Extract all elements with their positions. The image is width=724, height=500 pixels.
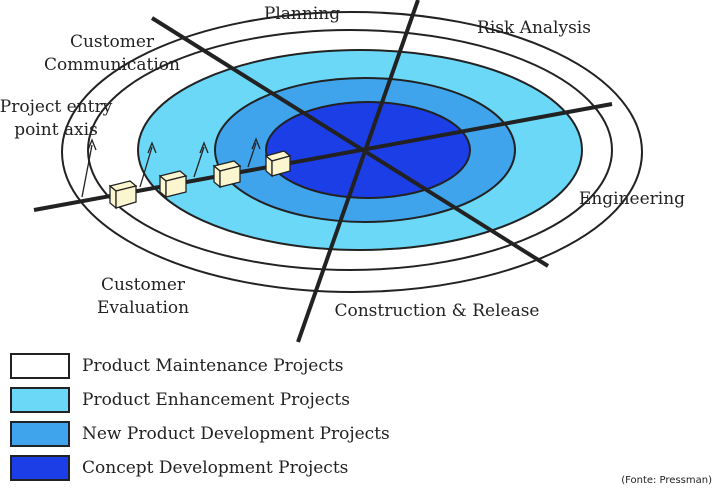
legend-item-enhancement: Product Enhancement Projects: [10, 383, 390, 417]
entry-box-4: [264, 150, 292, 178]
entry-box-3: [212, 160, 242, 189]
legend-item-maintenance: Product Maintenance Projects: [10, 349, 390, 383]
label-customer-evaluation-line1: Customer: [101, 275, 186, 295]
legend-label: Concept Development Projects: [82, 458, 349, 478]
label-construction-release: Construction & Release: [334, 301, 539, 321]
label-customer-communication-line2: Communication: [44, 55, 180, 75]
maintenance-ring-outer-line: [61, 11, 643, 293]
legend-item-new-product: New Product Development Projects: [10, 417, 390, 451]
entry-box-1: [108, 180, 138, 210]
label-project-entry-line1: Project entry: [0, 97, 113, 117]
spiral-model-diagram: Planning Risk Analysis Engineering Const…: [0, 0, 685, 343]
legend-swatch: [10, 421, 70, 447]
entry-arrows: [81, 137, 261, 198]
label-customer-communication-line1: Customer: [70, 32, 155, 52]
label-engineering: Engineering: [579, 189, 685, 209]
legend-swatch: [10, 455, 70, 481]
legend-label: Product Maintenance Projects: [82, 356, 344, 376]
legend-label: Product Enhancement Projects: [82, 390, 350, 410]
label-risk-analysis: Risk Analysis: [477, 18, 591, 38]
entry-boxes: [108, 150, 292, 210]
legend-item-concept: Concept Development Projects: [10, 451, 390, 485]
legend: Product Maintenance Projects Product Enh…: [10, 349, 390, 485]
source-credit: (Fonte: Pressman): [621, 475, 712, 486]
legend-swatch: [10, 387, 70, 413]
label-planning: Planning: [264, 4, 340, 24]
axis-line-diagonal: [150, 16, 550, 268]
legend-label: New Product Development Projects: [82, 424, 390, 444]
label-customer-evaluation-line2: Evaluation: [97, 298, 189, 318]
entry-box-2: [158, 170, 188, 199]
legend-swatch: [10, 353, 70, 379]
label-project-entry-line2: point axis: [14, 120, 98, 140]
axis-line-vertical: [296, 0, 420, 343]
